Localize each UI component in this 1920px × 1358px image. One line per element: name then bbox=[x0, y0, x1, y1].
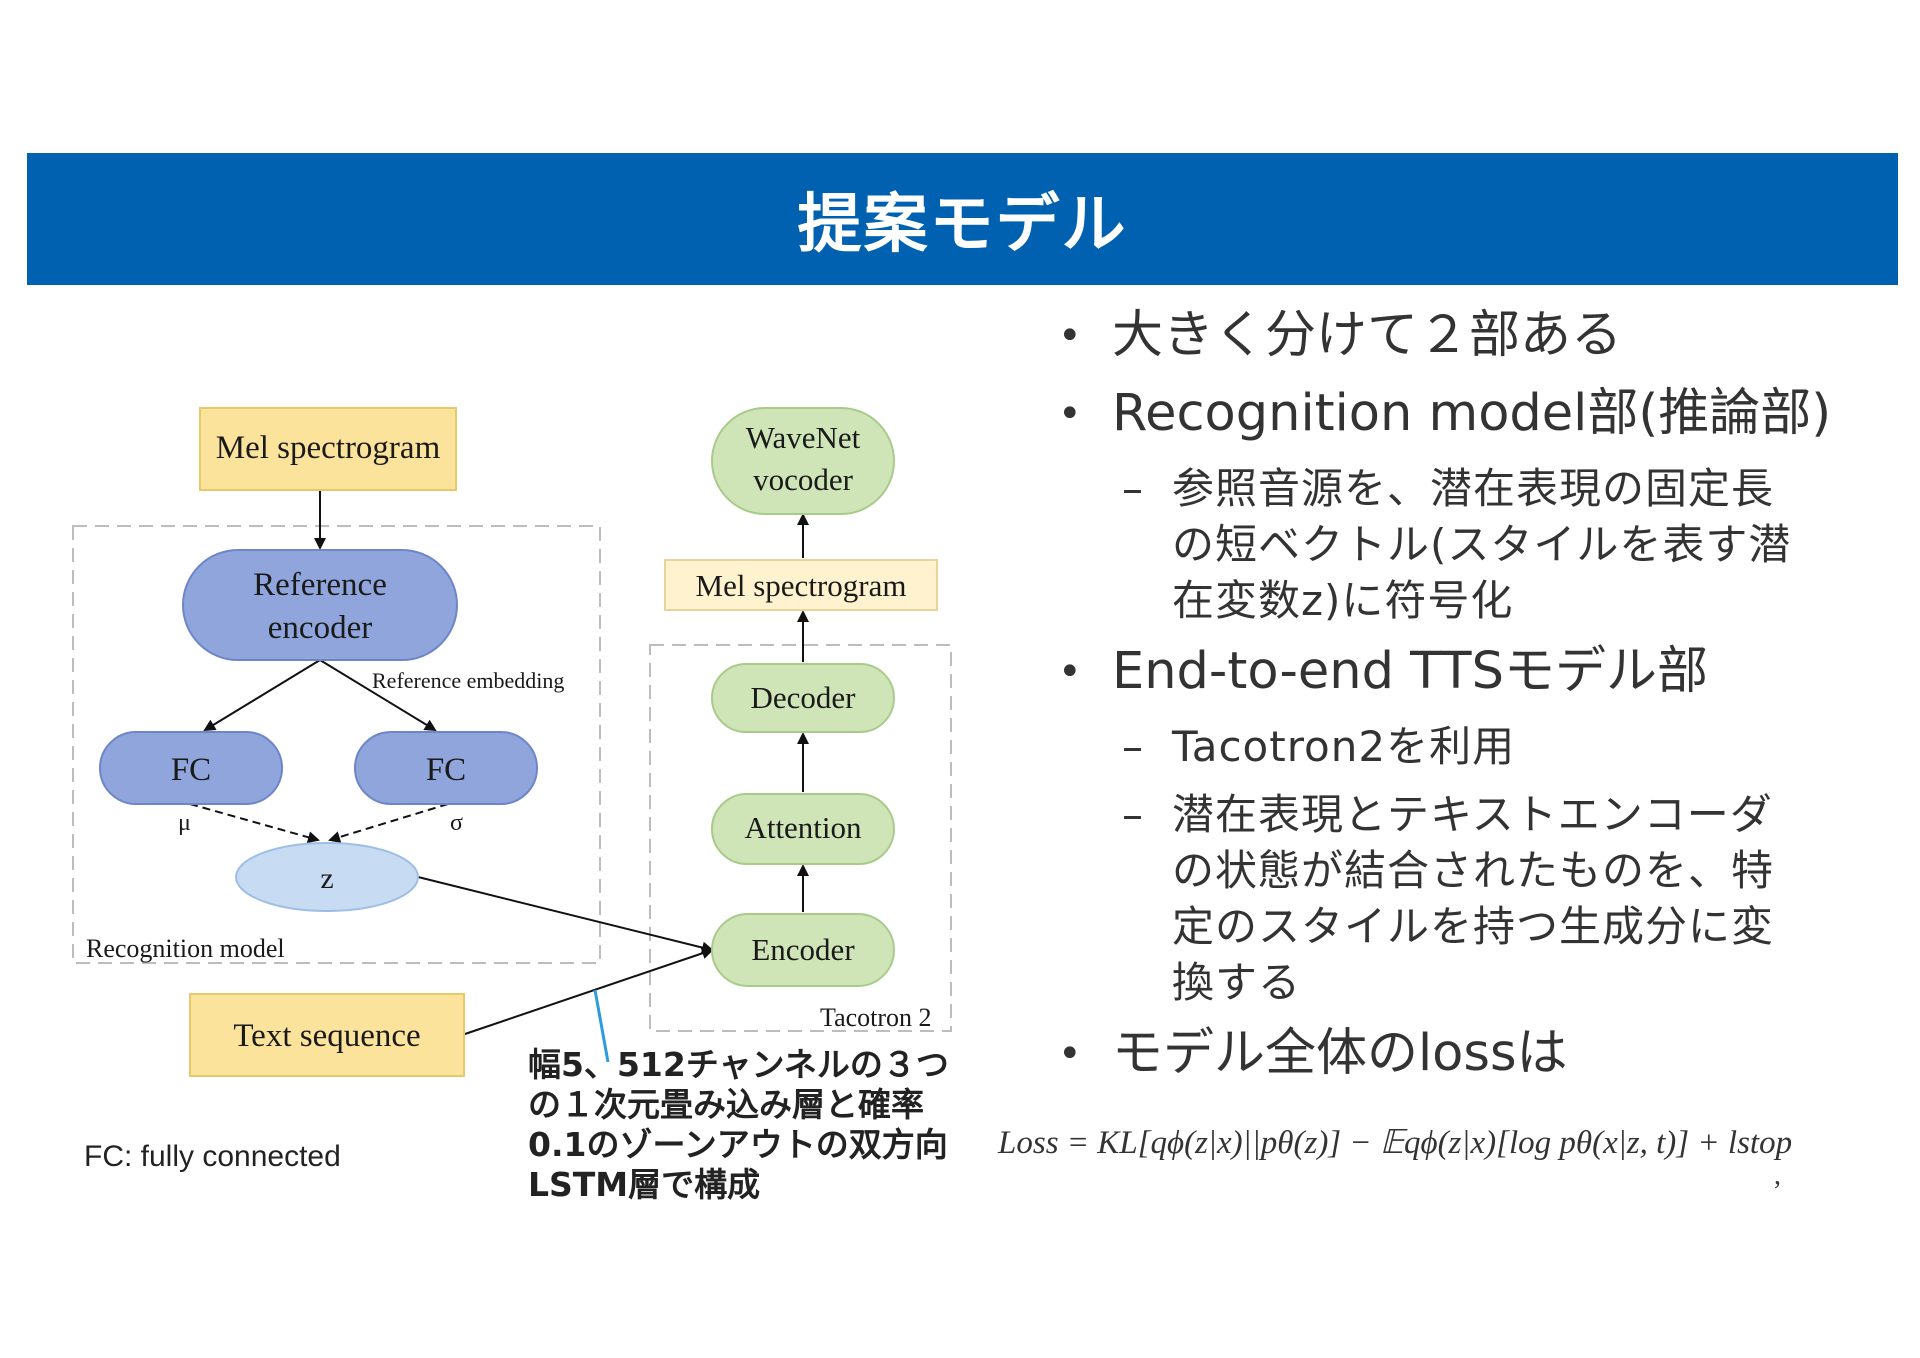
z-label: z bbox=[320, 862, 333, 895]
fc-left-label: FC bbox=[171, 752, 211, 788]
fc-left-node bbox=[99, 731, 283, 805]
decoder-node bbox=[711, 663, 895, 733]
z-node bbox=[235, 842, 419, 912]
sub-bullet-encoding: 参照音源を、潜在表現の固定長 の短ベクトル(スタイルを表す潜 在変数z)に符号化 bbox=[1050, 461, 1880, 629]
sub-bullet-tacotron: Tacotron2を利用 bbox=[1050, 719, 1880, 775]
mel-spectrogram-input-label: Mel spectrogram bbox=[216, 430, 441, 466]
sigma-label: σ bbox=[450, 810, 463, 836]
sub-bullet-encoding-line-1: 参照音源を、潜在表現の固定長 bbox=[1172, 464, 1775, 513]
loss-formula: Loss = KL[qϕ(z|x)||pθ(z)] − 𝔼qϕ(z|x)[log… bbox=[998, 1125, 1793, 1161]
attention-node bbox=[711, 793, 895, 865]
title-bar: 提案モデル bbox=[27, 153, 1898, 285]
wavenet-label-1: WaveNet bbox=[746, 420, 861, 455]
edge-text-to-encoder bbox=[464, 947, 714, 1035]
bullet-list: 大きく分けて２部ある Recognition model部(推論部) 参照音源を… bbox=[1050, 305, 1880, 1101]
edge-fc-left-to-z bbox=[189, 803, 320, 844]
annotation-line-3: 0.1のゾーンアウトの双方向 bbox=[528, 1125, 948, 1164]
formula-tick: , bbox=[1774, 1160, 1781, 1191]
sub-bullet-encoding-line-3: 在変数z)に符号化 bbox=[1172, 576, 1514, 625]
tacotron-label: Tacotron 2 bbox=[820, 1003, 932, 1032]
annotation-line-4: LSTM層で構成 bbox=[528, 1165, 761, 1204]
fc-right-node bbox=[354, 731, 538, 805]
edge-z-to-encoder bbox=[417, 876, 714, 954]
mel-spectrogram-output-node bbox=[664, 559, 938, 611]
reference-embedding-label: Reference embedding bbox=[372, 668, 564, 693]
wavenet-label-2: vocoder bbox=[753, 462, 854, 497]
edge-refenc-to-fc-right bbox=[319, 659, 437, 732]
sub-bullet-latent-line-1: 潜在表現とテキストエンコーダ bbox=[1172, 790, 1773, 839]
bullet-two-parts: 大きく分けて２部ある bbox=[1050, 305, 1880, 367]
bullet-loss: モデル全体のlossは bbox=[1050, 1023, 1880, 1085]
decoder-label: Decoder bbox=[751, 680, 857, 715]
text-sequence-node bbox=[189, 993, 465, 1077]
sub-bullet-encoding-line-2: の短ベクトル(スタイルを表す潜 bbox=[1172, 520, 1792, 569]
fc-footnote: FC: fully connected bbox=[84, 1140, 341, 1173]
reference-encoder-node bbox=[182, 549, 458, 661]
recognition-model-label: Recognition model bbox=[86, 934, 285, 963]
sub-bullet-tacotron-line-1: Tacotron2を利用 bbox=[1172, 722, 1516, 771]
tacotron-container bbox=[649, 644, 952, 1032]
slide-title: 提案モデル bbox=[797, 188, 1128, 262]
fc-right-label: FC bbox=[426, 752, 466, 788]
annotation-line-1: 幅5、512チャンネルの３つ bbox=[528, 1045, 949, 1084]
edge-refenc-to-fc-left bbox=[203, 659, 321, 732]
edge-fc-right-to-z bbox=[328, 803, 449, 843]
bullet-tts-model: End-to-end TTSモデル部 bbox=[1050, 641, 1880, 703]
sub-bullet-latent: 潜在表現とテキストエンコーダ の状態が結合されたものを、特 定のスタイルを持つ生… bbox=[1050, 787, 1880, 1011]
reference-encoder-label-2: encoder bbox=[268, 610, 372, 646]
encoder-node bbox=[711, 913, 895, 987]
annotation-line-2: の１次元畳み込み層と確率 bbox=[528, 1085, 924, 1124]
reference-encoder-label-1: Reference bbox=[253, 567, 387, 603]
encoder-annotation: 幅5、512チャンネルの３つ の１次元畳み込み層と確率 0.1のゾーンアウトの双… bbox=[528, 1045, 968, 1205]
mu-label: μ bbox=[178, 810, 191, 836]
sub-bullet-latent-line-4: 換する bbox=[1172, 958, 1302, 1007]
attention-label: Attention bbox=[744, 810, 862, 845]
mel-spectrogram-output-label: Mel spectrogram bbox=[696, 568, 907, 603]
bullet-recognition-model: Recognition model部(推論部) bbox=[1050, 383, 1880, 445]
sub-bullet-latent-line-2: の状態が結合されたものを、特 bbox=[1172, 846, 1775, 895]
annotation-pointer-line bbox=[593, 989, 610, 1063]
sub-bullet-latent-line-3: 定のスタイルを持つ生成分に変 bbox=[1172, 902, 1775, 951]
text-sequence-label: Text sequence bbox=[233, 1018, 420, 1054]
mel-spectrogram-input-node bbox=[199, 407, 457, 491]
wavenet-vocoder-node bbox=[711, 407, 895, 515]
encoder-label: Encoder bbox=[751, 932, 855, 967]
